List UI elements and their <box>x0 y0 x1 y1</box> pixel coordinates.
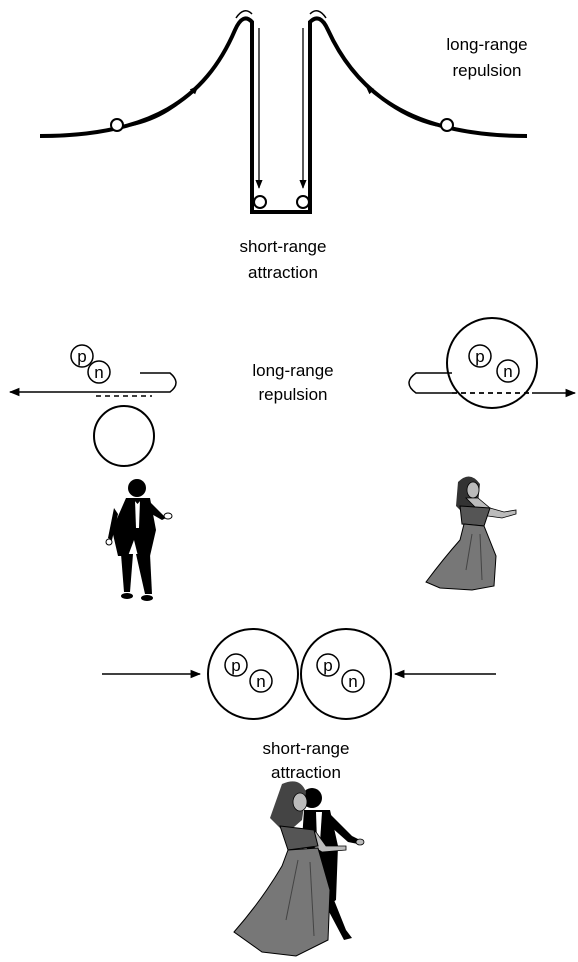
well-ball-left <box>253 195 267 209</box>
potential-curve <box>39 10 528 214</box>
neutron-label: n <box>348 672 357 691</box>
potential-ball-left <box>110 118 124 132</box>
proton-label: p <box>231 656 240 675</box>
proton-label: p <box>77 347 86 366</box>
mid-repulsion-label-line1: long-range <box>252 361 333 380</box>
mid-repulsion-label-line2: repulsion <box>259 385 328 404</box>
climb-arrow-left <box>129 85 199 127</box>
bottom-attraction-label-line1: short-range <box>263 739 350 758</box>
right-trajectory-arrow <box>408 372 452 394</box>
top-repulsion-label-line2: repulsion <box>453 61 522 80</box>
bottom-left-pn-pair: p n <box>224 653 273 693</box>
proton-label: p <box>475 347 484 366</box>
neutron-label: n <box>503 362 512 381</box>
woman-dancer-figure <box>425 476 517 591</box>
left-trajectory-arrow <box>8 372 177 397</box>
top-repulsion-label-line1: long-range <box>446 35 527 54</box>
top-attraction-label-line1: short-range <box>240 237 327 256</box>
man-dancer-figure <box>105 479 173 601</box>
bottom-attraction-label-line2: attraction <box>271 763 341 782</box>
potential-ball-right <box>440 118 454 132</box>
climb-arrow-right <box>365 85 438 127</box>
bottom-right-pn-pair: p n <box>316 653 365 693</box>
top-attraction-label-line2: attraction <box>248 263 318 282</box>
proton-label: p <box>323 656 332 675</box>
right-pn-pair: p n <box>468 344 520 383</box>
well-ball-right <box>296 195 310 209</box>
neutron-label: n <box>256 672 265 691</box>
right-nucleon <box>446 317 538 409</box>
left-empty-nucleon <box>93 405 155 467</box>
neutron-label: n <box>94 363 103 382</box>
left-pn-pair: p n <box>70 344 111 384</box>
dancing-couple-figure <box>233 781 365 957</box>
